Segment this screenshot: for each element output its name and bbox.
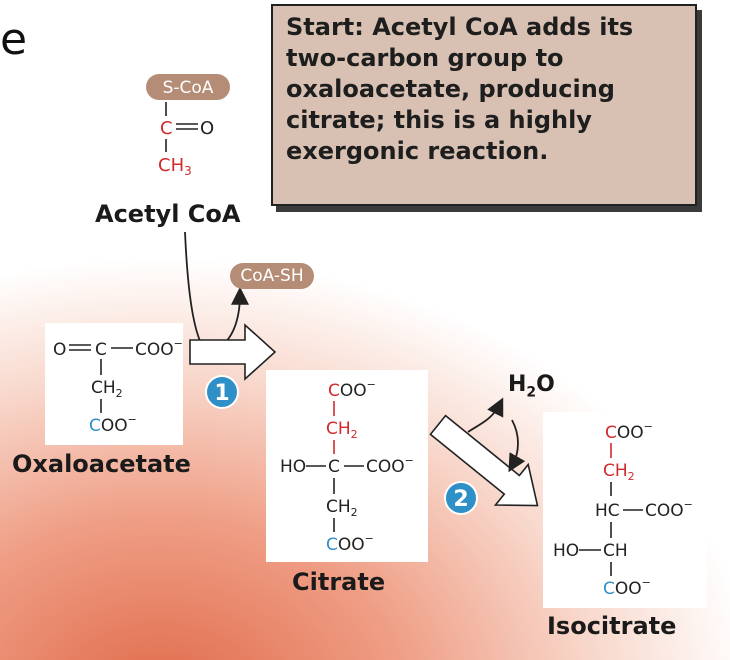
citrate-coo-right: COO−: [366, 454, 414, 477]
isocitrate-card: COO− CH2 HC COO− HO CH COO−: [543, 412, 707, 608]
citrate-coo-top: COO−: [328, 378, 376, 401]
isocitrate-hc: HC: [595, 501, 620, 521]
methylene: CH2: [91, 378, 123, 400]
acetyl-coa-input-line: [184, 231, 211, 357]
oxaloacetate-card: O C COO− CH2 COO−: [45, 323, 183, 445]
isocitrate-coo-top: COO−: [605, 420, 653, 443]
callout-box: [271, 4, 697, 206]
step2-arrow: [429, 414, 539, 507]
isocitrate-coo-bottom: COO−: [603, 576, 651, 599]
citrate-structure: COO− CH2 HO C COO− CH2 COO−: [280, 378, 414, 555]
citrate-hydroxyl: HO: [280, 457, 306, 477]
carbonyl-carbon: C: [160, 118, 173, 139]
isocitrate-label: Isocitrate: [547, 612, 677, 640]
citrate-card: COO− CH2 HO C COO− CH2 COO−: [266, 370, 428, 562]
carbonyl-oxygen: O: [200, 118, 214, 139]
carboxylate-top: COO−: [135, 337, 183, 360]
citrate-ch2-top: CH2: [326, 419, 358, 441]
isocitrate-structure: COO− CH2 HC COO− HO CH COO−: [553, 420, 693, 599]
citrate-central-carbon: C: [328, 457, 340, 477]
scoa-pill: [146, 74, 230, 100]
step2-badge: 2: [444, 481, 478, 515]
isocitrate-ch: CH: [603, 541, 628, 561]
carboxylate-bottom: COO−: [89, 413, 137, 436]
isocitrate-ch2: CH2: [603, 461, 635, 483]
coa-sh-pill: CoA-SH: [230, 263, 314, 289]
citrate-ch2-bottom: CH2: [326, 497, 358, 519]
citrate-coo-bottom: COO−: [326, 532, 374, 555]
oxygen: O: [53, 340, 66, 360]
water-label: H2O: [508, 372, 555, 401]
carbon-2: C: [95, 340, 107, 360]
acetyl-coa-label: Acetyl CoA: [95, 200, 241, 228]
acetyl-coa-card: S-CoA C O CH3: [138, 60, 238, 192]
acetyl-coa-structure: S-CoA C O CH3: [146, 74, 230, 178]
oxaloacetate-label: Oxaloacetate: [12, 450, 191, 478]
oxaloacetate-structure: O C COO− CH2 COO−: [53, 337, 183, 436]
water-release-arrow: [467, 397, 504, 433]
citrate-label: Citrate: [292, 568, 386, 596]
step1-badge: 1: [205, 375, 239, 409]
isocitrate-coo-right: COO−: [645, 498, 693, 521]
isocitrate-hydroxyl: HO: [553, 541, 579, 561]
water-add-arrow: [508, 419, 526, 473]
scoa-text: S-CoA: [163, 78, 214, 98]
callout-text: Start: Acetyl CoA adds its two-carbon gr…: [286, 13, 634, 165]
corner-letter: e: [0, 14, 28, 65]
methyl-group: CH3: [158, 155, 192, 178]
step1-arrow: [189, 323, 277, 381]
